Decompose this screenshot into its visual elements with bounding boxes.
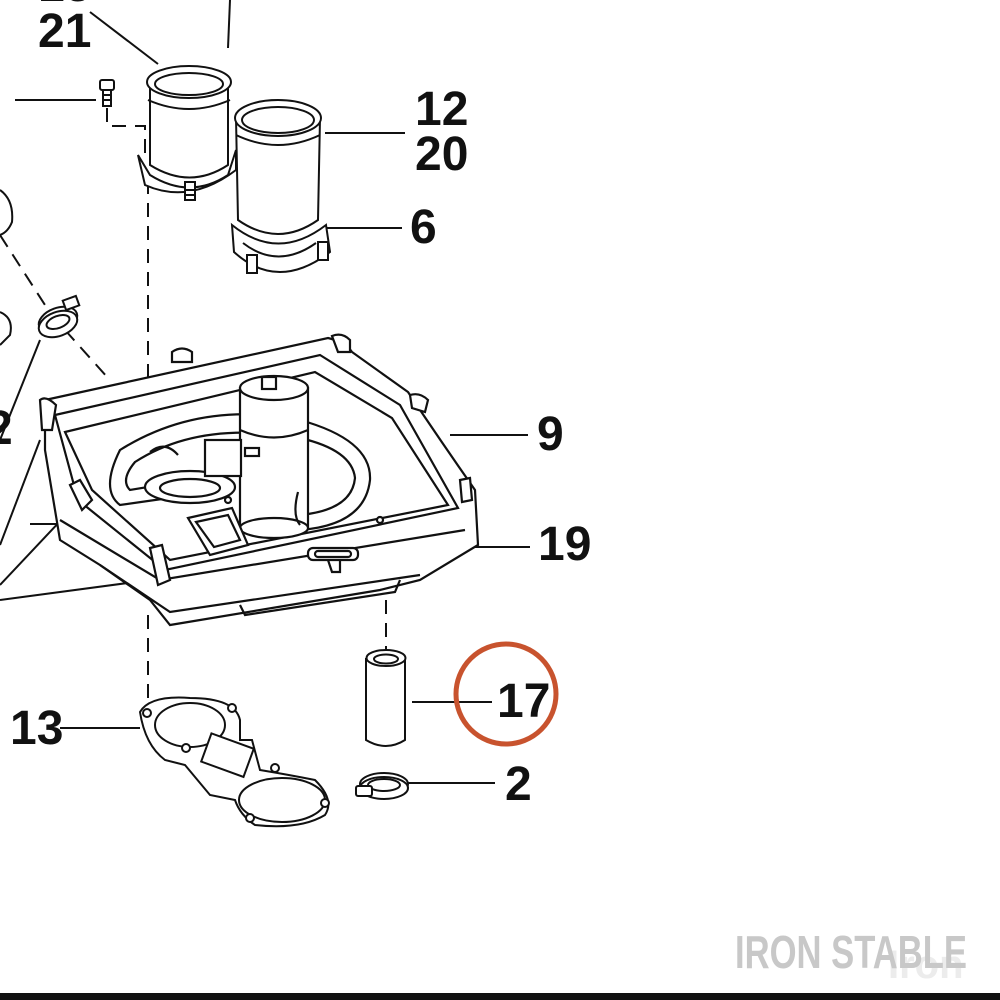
highlight-circle [453,641,559,747]
intake-tube-left [137,65,237,201]
partial-part-left [0,189,14,346]
callout-20: 20 [415,128,468,181]
spacer-tube [365,649,407,747]
hose-clamp-lower [355,772,409,800]
callout-17: 17 [497,675,550,728]
callout-6: 6 [410,201,437,254]
callout-cut-left: 2 [0,402,13,455]
callout-13: 13 [10,702,63,755]
intake-tube-right [230,99,332,274]
gasket [138,696,330,828]
watermark-sub: Iron [888,943,964,987]
bolt [99,79,115,107]
callout-labels: 15 21 12 20 6 9 19 13 17 2 2 [0,0,591,811]
air-box-base [38,333,480,627]
bottom-border [0,993,1000,1000]
callout-19: 19 [538,518,591,571]
callout-cut-top: 15 [38,0,91,12]
callout-2: 2 [505,758,532,811]
callout-9: 9 [537,408,564,461]
watermark-text: IRON STABLE [735,926,967,978]
callout-21: 21 [38,5,91,58]
hose-clamp-upper [37,294,81,339]
callout-12: 12 [415,83,468,136]
